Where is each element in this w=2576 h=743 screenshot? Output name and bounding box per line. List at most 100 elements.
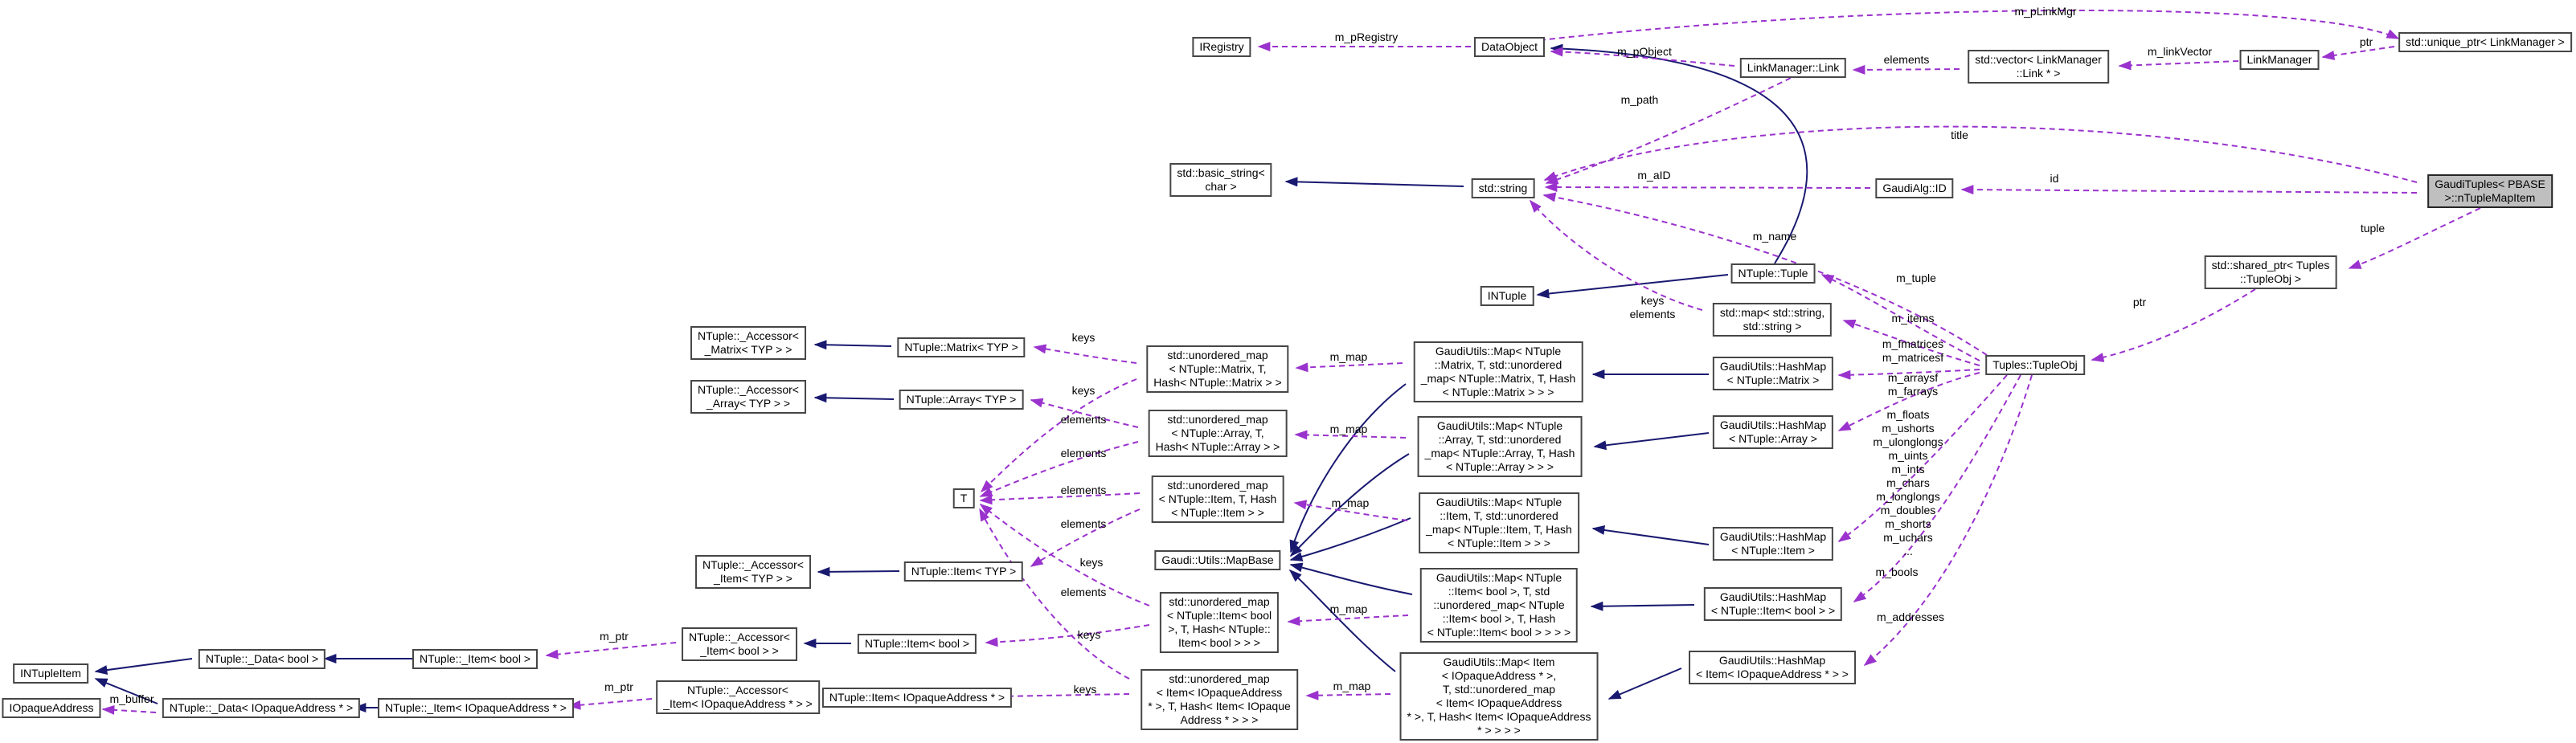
- edge-dashed-34: [1820, 274, 1980, 361]
- edge-dashed-49: [980, 378, 1137, 493]
- edge-dashed-51: [979, 441, 1139, 497]
- node-ntuple-matrix-typ[interactable]: NTuple::Matrix< TYP >: [897, 337, 1026, 357]
- node-shared-ptr-tupleobj[interactable]: std::shared_ptr< Tuples ::TupleObj >: [2204, 255, 2337, 289]
- edge-label-24: m_map: [1329, 602, 1368, 615]
- edge-dashed-43: [1295, 362, 1403, 373]
- node-tuples-tupleobj[interactable]: Tuples::TupleObj: [1985, 355, 2085, 375]
- node-ntuple-item-bool[interactable]: NTuple::Item< bool >: [857, 634, 977, 654]
- edge-label-22: m_map: [1329, 423, 1368, 435]
- node-map-item[interactable]: GaudiUtils::Map< NTuple ::Item, T, std::…: [1419, 492, 1579, 553]
- node-linkmanager-link[interactable]: LinkManager::Link: [1739, 58, 1847, 78]
- node-intupleitem[interactable]: INTupleItem: [13, 663, 88, 684]
- edge-dashed-60: [101, 704, 157, 715]
- node-data-addr[interactable]: NTuple::_Data< IOpaqueAddress * >: [162, 698, 361, 718]
- edge-solid-15: [817, 566, 900, 577]
- node-gaudialg-id[interactable]: GaudiAlg::ID: [1875, 178, 1954, 198]
- node-hashmap-item-addr[interactable]: GaudiUtils::HashMap < Item< IOpaqueAddre…: [1689, 651, 1856, 684]
- node-umap-item[interactable]: std::unordered_map < NTuple::Item, T, Ha…: [1151, 476, 1284, 523]
- edge-dashed-55: [979, 504, 1150, 606]
- edge-solid-12: [1607, 667, 1682, 700]
- edge-dashed-40: [1863, 374, 2033, 667]
- edge-dashed-36: [1837, 369, 1980, 380]
- node-umap-item-addr[interactable]: std::unordered_map < Item< IOpaqueAddres…: [1141, 669, 1298, 730]
- edge-solid-13: [813, 340, 892, 350]
- edge-label-2: m_pObject: [1617, 45, 1672, 58]
- edge-dashed-33: [2091, 288, 2256, 362]
- edge-label-28: keys: [1079, 556, 1104, 569]
- edge-dashed-38: [1837, 374, 2008, 542]
- node-hashmap-item-bool[interactable]: GaudiUtils::HashMap < NTuple::Item< bool…: [1703, 587, 1843, 621]
- edge-dashed-25: [1852, 64, 1960, 75]
- edge-dashed-31: [1543, 125, 2418, 183]
- node-item-bool-impl[interactable]: NTuple::_Item< bool >: [412, 649, 539, 669]
- edge-dashed-50: [1030, 398, 1139, 428]
- edge-solid-4: [1289, 453, 1410, 557]
- node-accessor-matrix[interactable]: NTuple::_Accessor< _Matrix< TYP > >: [690, 326, 806, 360]
- node-map-array[interactable]: GaudiUtils::Map< NTuple ::Array, T, std:…: [1417, 416, 1583, 477]
- edge-solid-11: [1590, 601, 1695, 611]
- edge-label-1: m_pLinkMgr: [2014, 5, 2077, 18]
- edge-label-10: m_name: [1752, 230, 1797, 243]
- node-map-item-addr[interactable]: GaudiUtils::Map< Item < IOpaqueAddress *…: [1399, 652, 1599, 741]
- node-basic-string[interactable]: std::basic_string< char >: [1169, 163, 1272, 197]
- edge-dashed-45: [1293, 500, 1408, 521]
- node-item-addr-impl[interactable]: NTuple::_Item< IOpaqueAddress * >: [378, 698, 574, 718]
- edge-solid-14: [813, 393, 895, 403]
- edge-dashed-23: [1539, 9, 2400, 41]
- node-intuple[interactable]: INTuple: [1480, 286, 1534, 306]
- edge-label-6: m_path: [1620, 93, 1659, 106]
- node-umap-matrix[interactable]: std::unordered_map < NTuple::Matrix, T, …: [1146, 345, 1289, 393]
- node-umap-array[interactable]: std::unordered_map < NTuple::Array, T, H…: [1148, 410, 1288, 457]
- edge-dashed-48: [1033, 344, 1137, 364]
- edge-label-17: m_arraysf m_farrays: [1887, 371, 1939, 398]
- edge-label-26: keys: [1071, 331, 1096, 344]
- edge-label-35: elements: [1060, 586, 1107, 598]
- node-ntuplemapitem[interactable]: GaudiTuples< PBASE >::nTupleMapItem: [2427, 174, 2553, 208]
- node-iopaqueaddress[interactable]: IOpaqueAddress: [2, 698, 101, 718]
- node-t[interactable]: T: [952, 488, 975, 508]
- edge-label-19: m_bools: [1875, 565, 1919, 578]
- edge-label-14: m_tuple: [1896, 271, 1936, 284]
- node-hashmap-item[interactable]: GaudiUtils::HashMap < NTuple::Item >: [1712, 527, 1834, 561]
- node-hashmap-array[interactable]: GaudiUtils::HashMap < NTuple::Array >: [1712, 415, 1834, 449]
- node-data-bool[interactable]: NTuple::_Data< bool >: [198, 649, 326, 669]
- node-accessor-item-typ[interactable]: NTuple::_Accessor< _Item< TYP > >: [695, 555, 811, 589]
- node-ntuple-tuple[interactable]: NTuple::Tuple: [1730, 263, 1816, 284]
- node-linkmanager[interactable]: LinkManager: [2239, 50, 2320, 70]
- edge-dashed-29: [1544, 182, 1871, 193]
- node-vector-link[interactable]: std::vector< LinkManager ::Link * >: [1968, 50, 2109, 84]
- edge-solid-18: [94, 658, 193, 676]
- edge-label-29: keys: [1077, 628, 1101, 641]
- node-iregistry[interactable]: IRegistry: [1192, 37, 1251, 57]
- edge-dashed-54: [985, 624, 1150, 647]
- node-umap-item-bool[interactable]: std::unordered_map < NTuple::Item< bool …: [1159, 592, 1280, 653]
- edge-dashed-32: [2348, 207, 2481, 269]
- node-accessor-item-bool[interactable]: NTuple::_Accessor< _Item< bool > >: [682, 627, 797, 661]
- edge-label-33: elements: [1060, 484, 1107, 496]
- node-unique-ptr-linkmanager[interactable]: std::unique_ptr< LinkManager >: [2398, 32, 2572, 52]
- edge-label-37: m_ptr: [604, 680, 633, 693]
- node-std-map-string[interactable]: std::map< std::string, std::string >: [1712, 303, 1833, 337]
- edge-label-15: m_items: [1891, 312, 1935, 325]
- edge-label-0: m_pRegistry: [1334, 31, 1399, 43]
- node-dataobject[interactable]: DataObject: [1473, 37, 1546, 57]
- node-ntuple-item-typ[interactable]: NTuple::Item< TYP >: [903, 561, 1024, 582]
- node-ntuple-array-typ[interactable]: NTuple::Array< TYP >: [899, 390, 1024, 410]
- node-map-item-bool[interactable]: GaudiUtils::Map< NTuple ::Item< bool >, …: [1419, 568, 1579, 643]
- edge-dashed-27: [2321, 46, 2395, 60]
- edge-dashed-39: [1853, 374, 2021, 602]
- node-mapbase[interactable]: Gaudi::Utils::MapBase: [1154, 550, 1281, 570]
- node-ntuple-item-addr[interactable]: NTuple::Item< IOpaqueAddress * >: [821, 688, 1013, 708]
- edge-dashed-41: [1542, 192, 1988, 356]
- node-map-matrix[interactable]: GaudiUtils::Map< NTuple ::Matrix, T, std…: [1413, 341, 1583, 402]
- node-hashmap-matrix[interactable]: GaudiUtils::HashMap < NTuple::Matrix >: [1712, 357, 1834, 390]
- node-accessor-array[interactable]: NTuple::_Accessor< _Array< TYP > >: [690, 380, 806, 414]
- edge-dashed-35: [1842, 319, 1980, 366]
- edge-label-12: tuple: [2360, 222, 2386, 235]
- node-std-string[interactable]: std::string: [1471, 178, 1535, 198]
- node-accessor-item-addr[interactable]: NTuple::_Accessor< _Item< IOpaqueAddress…: [656, 680, 820, 714]
- edge-dashed-30: [1960, 185, 2418, 195]
- edge-dashed-53: [979, 492, 1141, 505]
